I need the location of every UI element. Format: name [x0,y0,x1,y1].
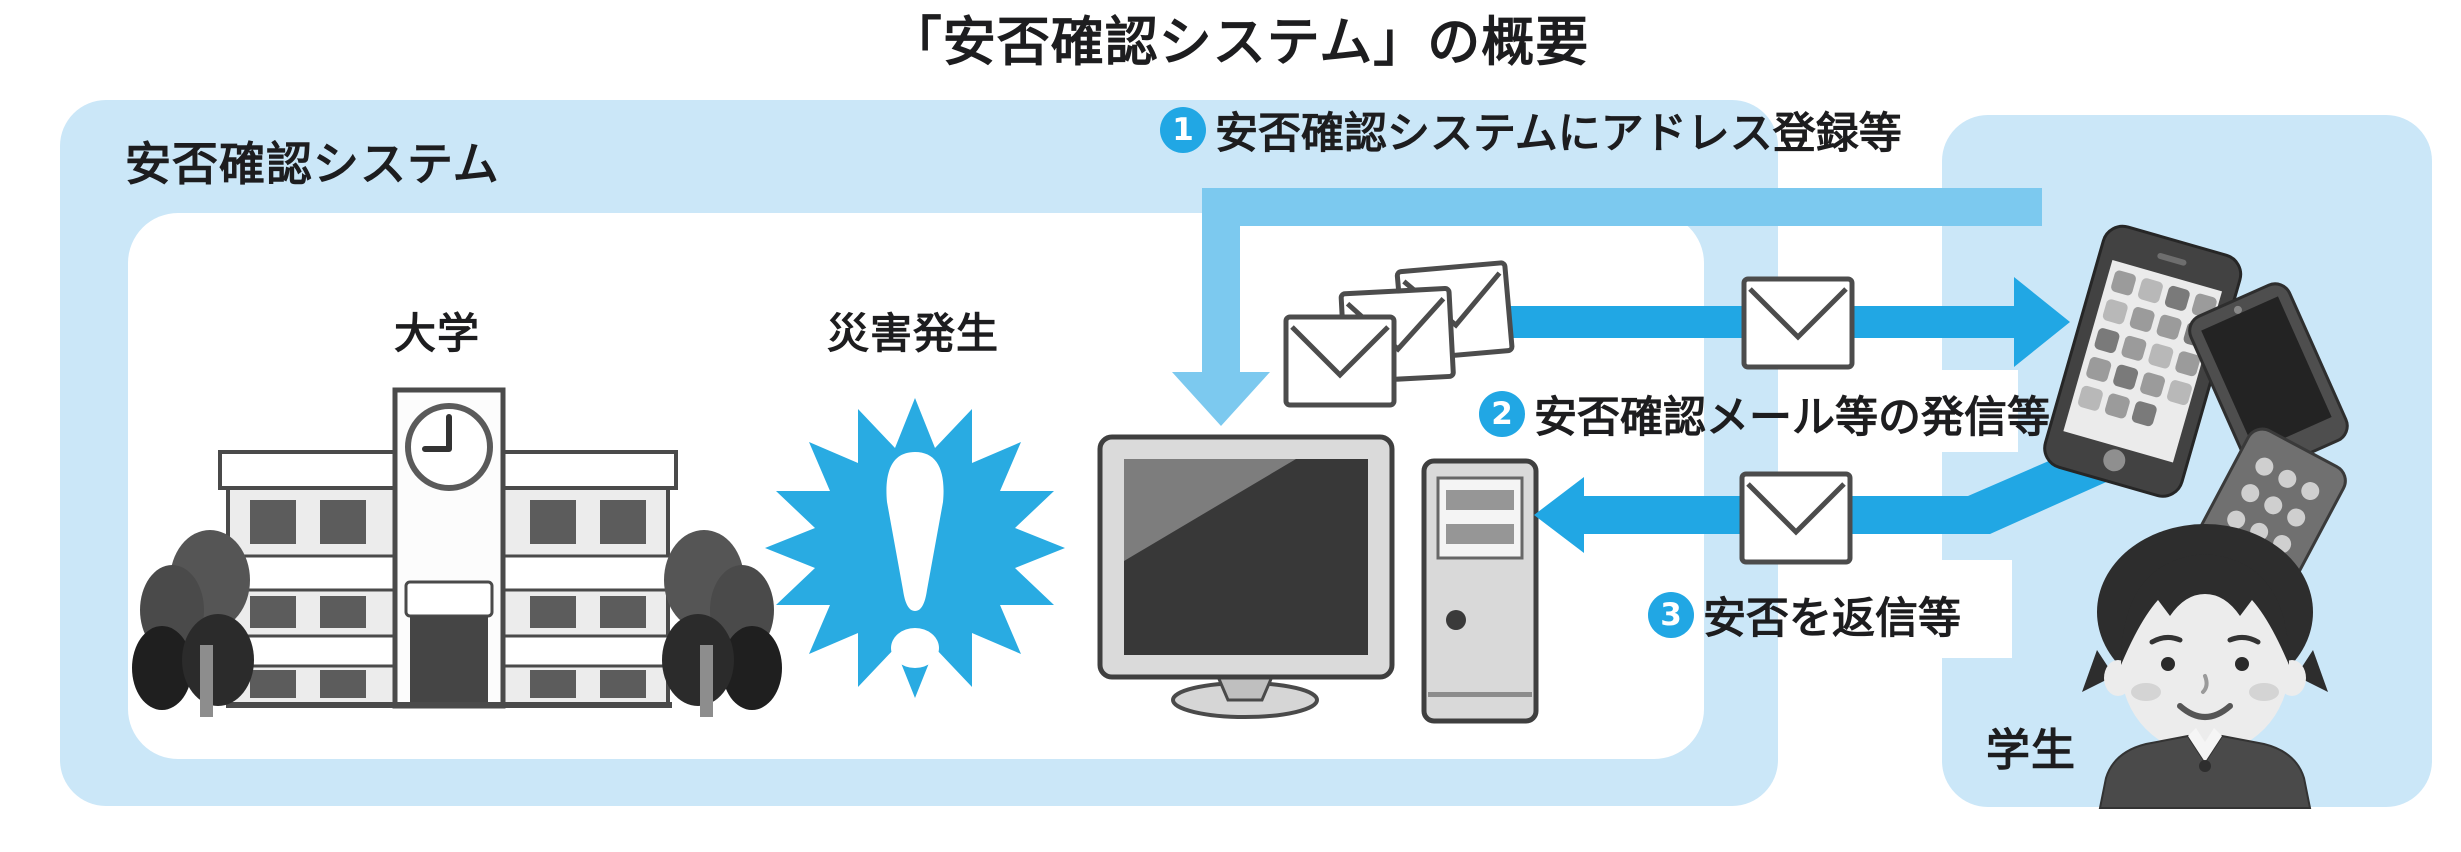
student-label: 学生 [1986,725,2076,776]
step-2-label: 2 安否確認メール等の発信等 [1479,383,2050,445]
desktop-monitor-icon [1097,434,1395,719]
disaster-burst-icon [765,398,1065,698]
step-2-text: 安否確認メール等の発信等 [1534,393,2050,443]
envelope-icon [1744,279,1852,367]
server-tower-icon [1421,458,1539,724]
step-1-text: 安否確認システムにアドレス登録等 [1215,109,1902,159]
tree-icon [132,530,254,717]
tree-icon [662,530,782,717]
step-3-badge: 3 [1648,592,1694,638]
send-mail-arrow [1390,277,2070,367]
clock-icon [405,403,493,491]
envelope-icon [1742,474,1850,562]
register-arrow [1172,188,2042,426]
step-3-text: 安否を返信等 [1703,594,1961,644]
disaster-label: 災害発生 [826,309,1000,358]
envelope-icon [1286,317,1394,405]
step-2-badge: 2 [1479,391,1525,437]
exclamation-icon [886,452,944,668]
university-building-icon [132,387,782,717]
system-box-label: 安否確認システム [125,137,500,191]
label2-backing [1942,370,2018,452]
student-avatar-icon [2082,524,2328,809]
label3-backing [1942,560,2012,658]
step-3-label: 3 安否を返信等 [1648,584,1961,646]
step-1-badge: 1 [1160,107,1206,153]
page-title: 「安否確認システム」の概要 [888,12,1590,73]
reply-arrow [1534,425,2160,553]
university-label: 大学 [393,309,481,358]
step-1-label: 1 安否確認システムにアドレス登録等 [1160,99,1902,161]
